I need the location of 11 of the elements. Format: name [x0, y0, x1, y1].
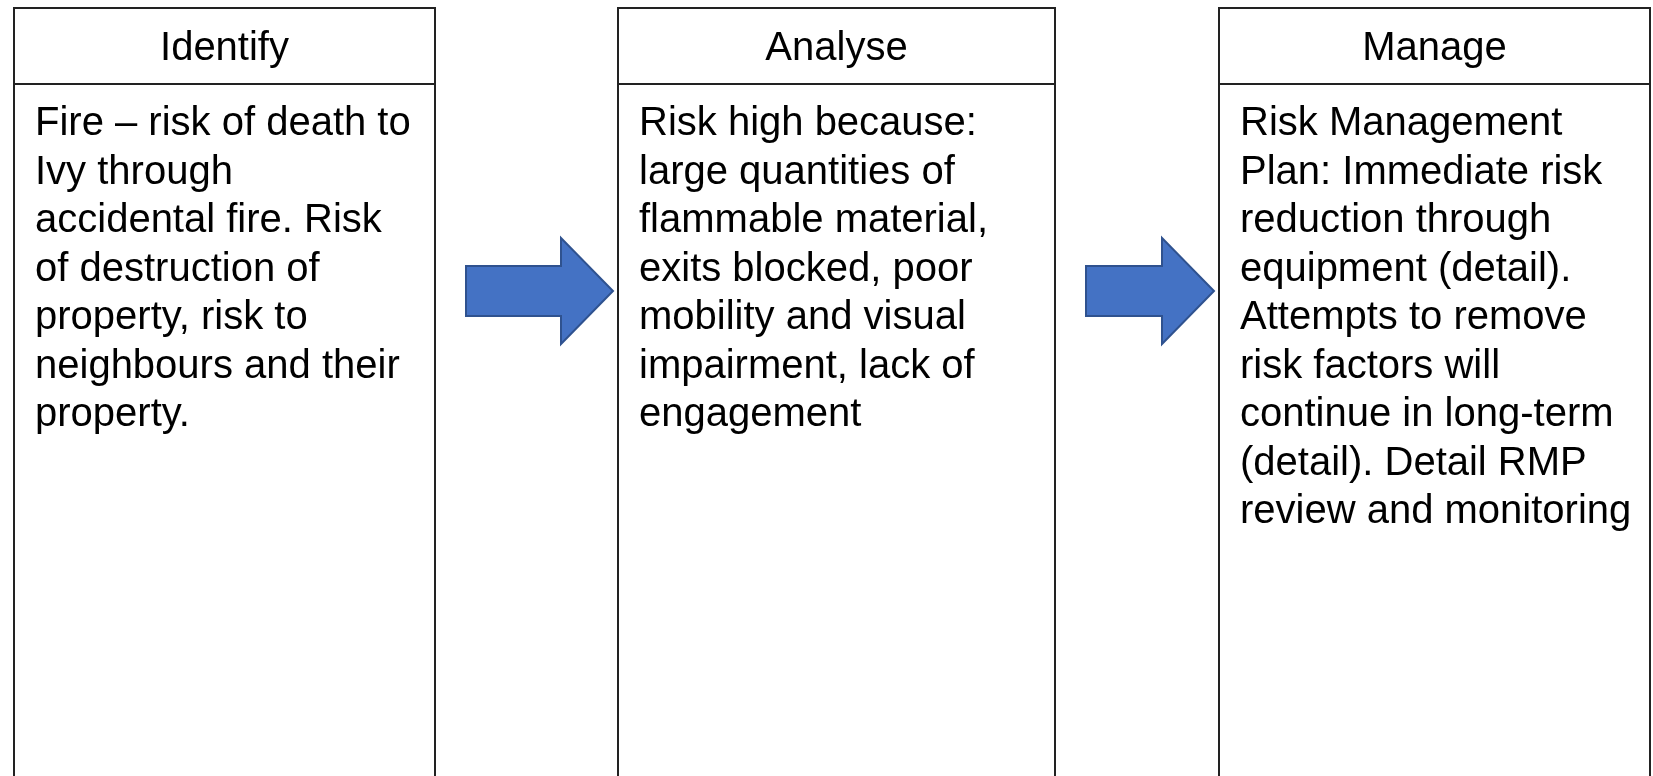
- block-arrow: [465, 235, 615, 347]
- card-text: Fire – risk of death to Ivy through accidental fire. Risk of destruction of property, risk to neighbours and their property.: [34, 98, 412, 436]
- card-heading: Identify: [15, 9, 434, 85]
- card-text: Risk Management Plan: Immediate risk reduction through equipment (detail). Attempts to remove risk factors will continue in long-term (detail). Detail RMP review and monitoring: [1239, 98, 1633, 533]
- card-text: Risk high because: large quantities of flammable material, exits blocked, poor mobility and visual impairment, lack of engagement: [638, 98, 989, 436]
- process-card: [13, 7, 436, 776]
- card-heading: Analyse: [619, 9, 1054, 85]
- process-card: [617, 7, 1056, 776]
- block-arrow: [1085, 235, 1216, 347]
- process-card: [1218, 7, 1651, 776]
- card-heading: Manage: [1220, 9, 1649, 85]
